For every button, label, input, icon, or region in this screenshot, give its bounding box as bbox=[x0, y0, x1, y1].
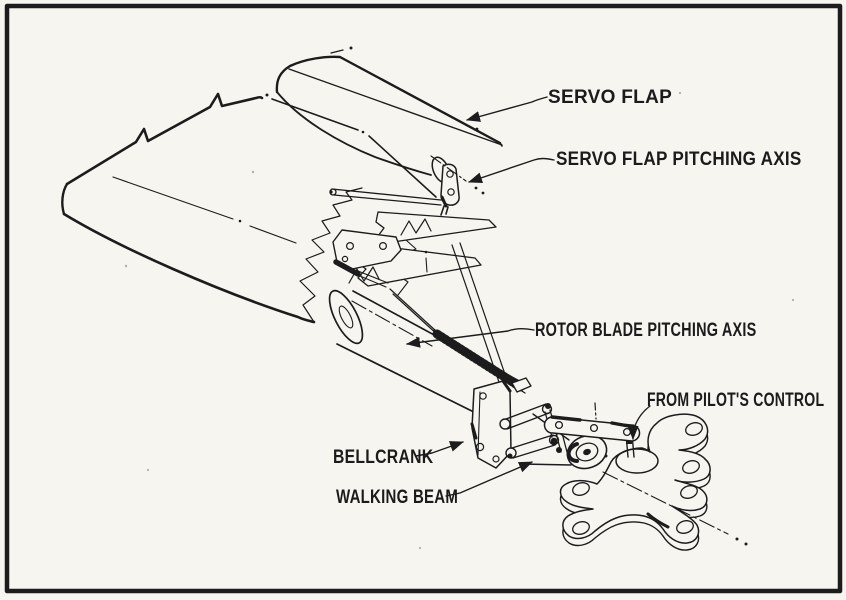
flap-ridge-line bbox=[288, 68, 503, 146]
blade-lower-edge bbox=[62, 212, 316, 324]
label-servo-flap: SERVO FLAP bbox=[548, 87, 673, 108]
blade-pitch-axis-centerline bbox=[351, 300, 433, 347]
leader-servo-flap-pitching-axis bbox=[468, 157, 555, 184]
hub-lobe-holes bbox=[572, 422, 703, 535]
label-rotor-blade-pitching-axis: ROTOR BLADE PITCHING AXIS bbox=[535, 320, 757, 341]
pushrod-end-fitting bbox=[511, 377, 532, 393]
hinge-lower-stub bbox=[440, 205, 449, 216]
beam-shading-left bbox=[550, 415, 582, 422]
pitch-pushrod bbox=[389, 288, 532, 394]
label-servo-flap-pitching-axis: SERVO FLAP PITCHING AXIS bbox=[556, 149, 802, 170]
flap-control-rod bbox=[331, 188, 442, 206]
hub-shading-1 bbox=[646, 512, 670, 529]
leader-rotor-blade-pitching-axis bbox=[406, 327, 535, 348]
blade-internal-structure bbox=[332, 211, 509, 386]
bracket-rod bbox=[357, 270, 389, 288]
leader-bellcrank bbox=[415, 441, 464, 457]
blade-far-edge bbox=[271, 98, 359, 131]
torn-skin-edge bbox=[299, 187, 363, 323]
blade-surface-line-2 bbox=[249, 225, 297, 244]
pushrod-thin-section bbox=[389, 288, 440, 337]
hub-central-hole bbox=[615, 448, 659, 474]
blade-leading-edge-with-breaks bbox=[65, 92, 264, 186]
cylinder-end-face bbox=[328, 289, 364, 345]
small-centerline bbox=[425, 257, 428, 273]
bellcrank-arm-lower bbox=[511, 434, 556, 459]
flap-top-edge bbox=[275, 55, 502, 145]
leader-lines bbox=[406, 96, 651, 497]
boss-shading bbox=[566, 442, 579, 463]
flap-underside-edge bbox=[276, 91, 432, 176]
servo-flap-shape bbox=[275, 46, 503, 184]
main-rotor-blade-outline bbox=[61, 92, 437, 324]
leader-walking-beam bbox=[445, 461, 533, 497]
label-walking-beam: WALKING BEAM bbox=[336, 487, 459, 508]
flap-pitch-axis-centerline bbox=[430, 155, 467, 182]
blade-left-tip bbox=[61, 182, 69, 216]
figure-border-frame bbox=[4, 3, 843, 594]
beam-centerline-mark bbox=[594, 402, 597, 420]
flap-chord-mark bbox=[330, 49, 344, 54]
paper-specks bbox=[124, 91, 795, 550]
bellcrank-support-frame bbox=[470, 379, 512, 469]
label-from-pilots-control: FROM PILOT'S CONTROL bbox=[647, 390, 825, 411]
tear-zigzag-mark-1 bbox=[400, 218, 432, 236]
hub-spider-plate bbox=[559, 413, 711, 551]
bellcrank-arm-upper bbox=[505, 403, 550, 430]
pushrod-hatched-section bbox=[432, 329, 527, 393]
bracket-pin bbox=[333, 259, 361, 277]
flap-hinge-assembly bbox=[329, 163, 460, 216]
blade-surface-line bbox=[112, 176, 234, 220]
diagonal-strut bbox=[451, 242, 509, 386]
hub-plate-top-surface bbox=[559, 413, 711, 544]
leader-servo-flap bbox=[466, 96, 548, 122]
leader-from-pilots-control bbox=[627, 405, 651, 440]
hub-radial-centerline bbox=[602, 471, 729, 535]
label-bellcrank: BELLCRANK bbox=[333, 447, 434, 468]
